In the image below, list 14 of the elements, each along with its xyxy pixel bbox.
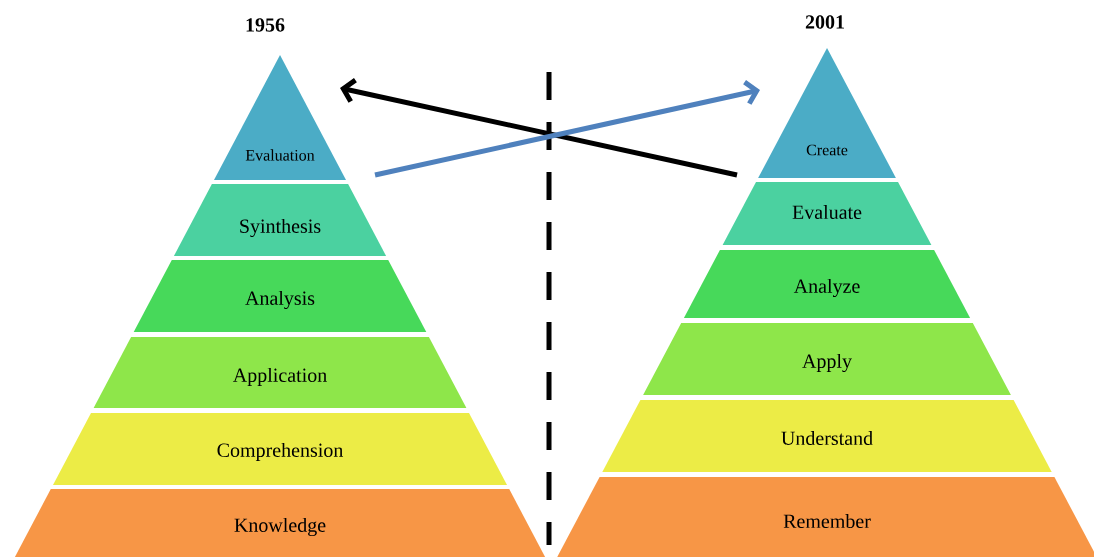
pyramid-layer: Create xyxy=(758,48,896,178)
pyramid-layer: Comprehension xyxy=(53,413,507,485)
pyramid-layer: Evaluation xyxy=(214,55,346,180)
pyramid-layer: Knowledge xyxy=(14,489,546,557)
pyramid-layer: Analysis xyxy=(133,260,427,332)
year-title: 2001 xyxy=(805,15,844,29)
pyramid-layer: Apply xyxy=(643,323,1011,395)
pyramid-layer: Syinthesis xyxy=(173,184,387,256)
pyramid-layer: Evaluate xyxy=(722,182,932,245)
pyramid-layer: Understand xyxy=(602,400,1052,472)
pyramid-layer: Remember xyxy=(557,477,1094,557)
year-title: 1956 xyxy=(246,18,285,32)
pyramid-layer: Analyze xyxy=(683,250,971,318)
pyramid-layer: Application xyxy=(93,337,467,408)
